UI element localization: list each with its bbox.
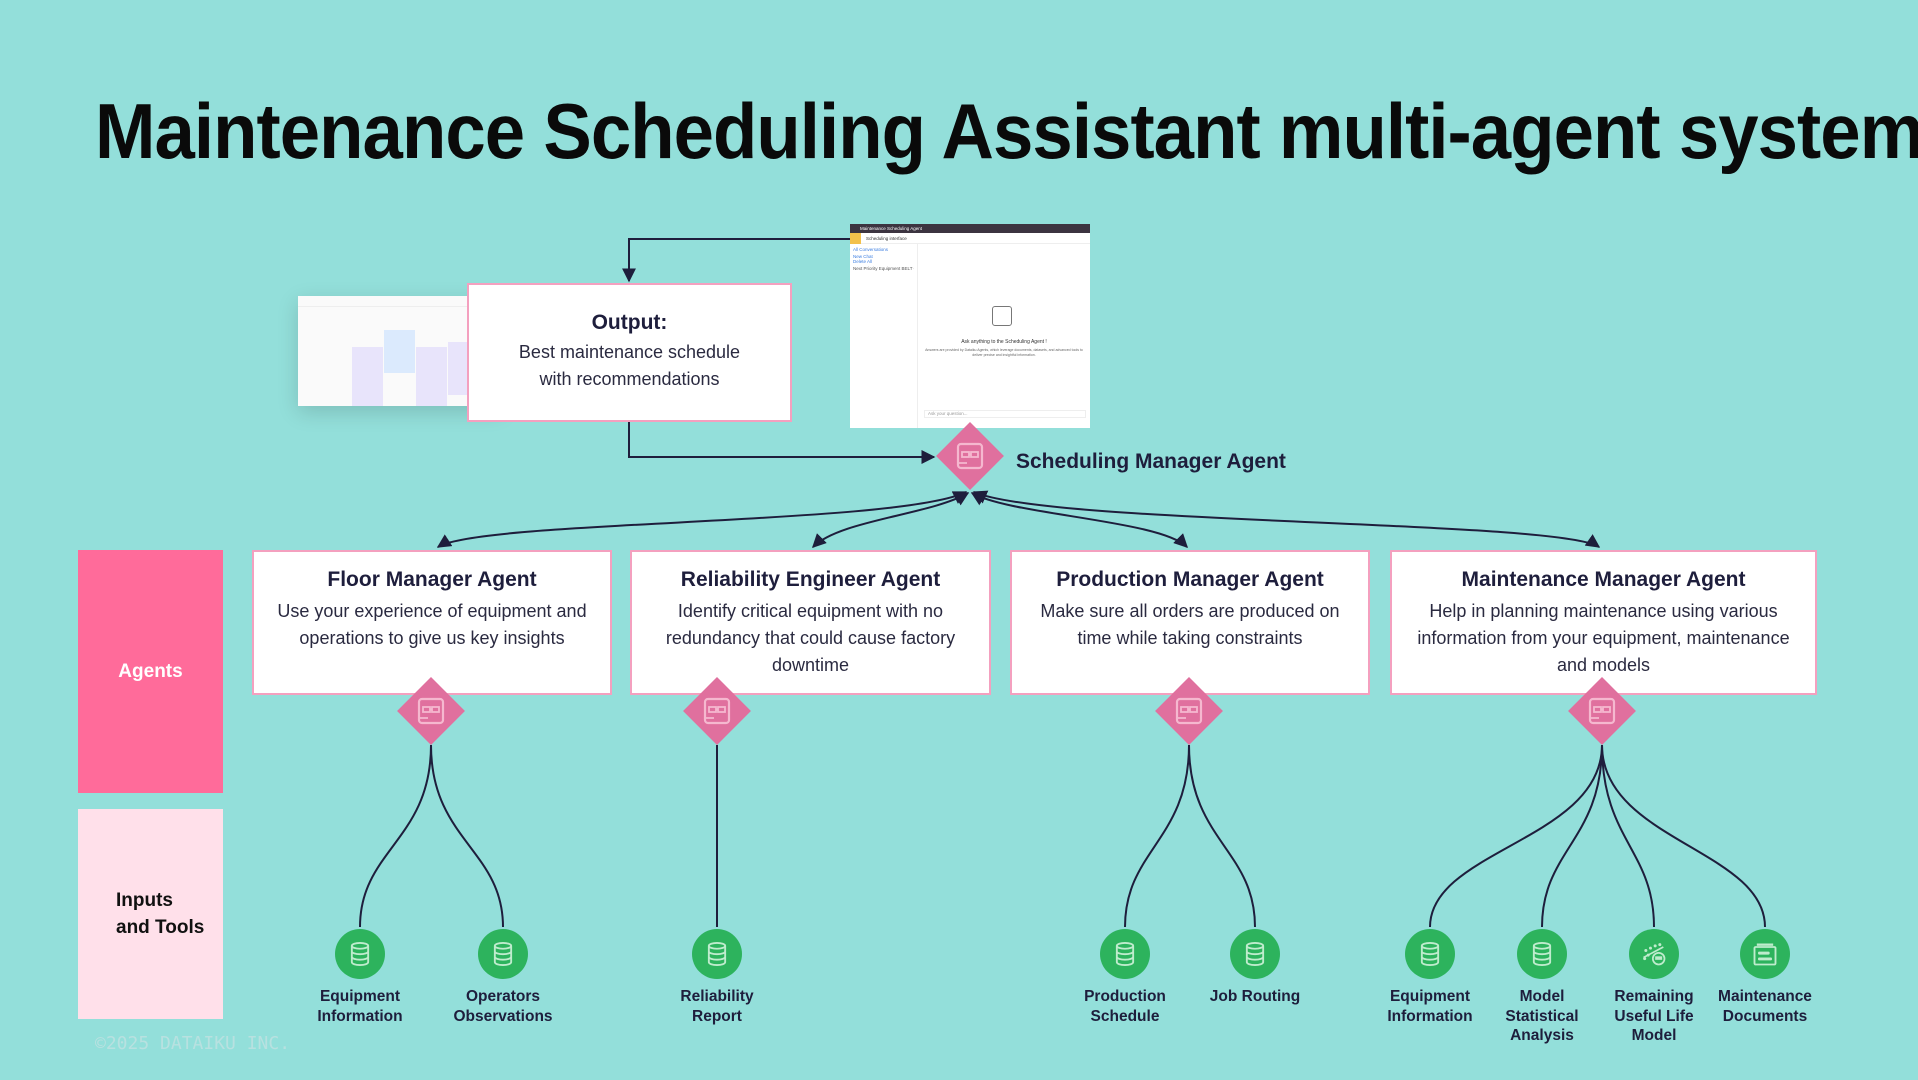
agent-title: Floor Manager Agent	[327, 568, 537, 591]
tool-node[interactable]	[1405, 929, 1455, 979]
tool-node[interactable]	[335, 929, 385, 979]
assistant-illustration-icon	[992, 306, 1012, 326]
chat-conversation-item[interactable]: Next Priority Equipment BELT CR...	[853, 266, 914, 271]
agent-tool-link	[1541, 744, 1603, 928]
agent-tool-link	[1601, 744, 1655, 928]
tool-node[interactable]	[1629, 929, 1679, 979]
chat-delete-all[interactable]: Delete All	[853, 259, 873, 264]
database-icon	[1528, 940, 1556, 968]
agent-tool-link	[359, 744, 432, 928]
manager-agent-link	[970, 492, 1188, 548]
agent-tool-link	[430, 744, 504, 928]
output-to-manager-arrow	[628, 422, 936, 464]
chat-to-output-arrow	[622, 238, 850, 283]
agent-tool-link	[1188, 744, 1256, 928]
copyright: ©2025 DATAIKU INC.	[95, 1033, 291, 1054]
database-icon	[1416, 940, 1444, 968]
tool-label: Operators Observations	[453, 988, 553, 1025]
agent-glasses-icon	[1172, 694, 1206, 728]
database-icon	[1111, 940, 1139, 968]
tool-label: Reliability Report	[680, 988, 754, 1025]
agents-band-label: Agents	[118, 660, 183, 682]
tool-node[interactable]	[1100, 929, 1150, 979]
inputs-band: Inputs and Tools	[78, 809, 223, 1019]
agent-tool-link	[1124, 744, 1190, 928]
tool-label: Equipment Information	[317, 988, 403, 1025]
agent-title: Reliability Engineer Agent	[680, 568, 941, 591]
agent-description: Identify critical equipment with no redu…	[665, 601, 956, 675]
agent-description: Make sure all orders are produced on tim…	[1040, 601, 1340, 648]
page-title: Maintenance Scheduling Assistant multi-a…	[95, 87, 1918, 175]
agents-band: Agents	[78, 550, 223, 793]
agent-description: Help in planning maintenance using vario…	[1417, 601, 1790, 675]
agent-title: Maintenance Manager Agent	[1461, 568, 1746, 591]
tool-label: Production Schedule	[1084, 988, 1166, 1025]
documents-icon	[1751, 940, 1779, 968]
database-icon	[1241, 940, 1269, 968]
manager-label: Scheduling Manager Agent	[1016, 450, 1286, 473]
output-description: Best maintenance schedule with recommend…	[518, 342, 741, 389]
chat-interface-screenshot: Maintenance Scheduling Agent Scheduling …	[850, 224, 1090, 428]
tool-label: Job Routing	[1209, 988, 1301, 1005]
agent-tool-link	[1601, 744, 1766, 928]
agent-description: Use your experience of equipment and ope…	[277, 601, 587, 648]
chat-app-title: Maintenance Scheduling Agent	[850, 224, 1090, 233]
inputs-band-label: Inputs and Tools	[116, 890, 205, 938]
tool-node[interactable]	[1740, 929, 1790, 979]
tool-label: Remaining Useful Life Model	[1614, 988, 1694, 1044]
database-icon	[489, 940, 517, 968]
manager-agent-link	[972, 490, 1601, 548]
chat-input[interactable]: Ask your question...	[924, 410, 1086, 418]
chat-headline: Ask anything to the Scheduling Agent !	[961, 339, 1047, 345]
agent-glasses-icon	[700, 694, 734, 728]
manager-agent-link	[436, 491, 968, 548]
chat-interface-name: Scheduling interface	[866, 235, 907, 241]
tool-node[interactable]	[692, 929, 742, 979]
agent-title: Production Manager Agent	[1056, 568, 1324, 591]
agent-glasses-icon	[953, 439, 987, 473]
tool-label: Maintenance Documents	[1718, 988, 1812, 1025]
agent-glasses-icon	[1585, 694, 1619, 728]
agent-tool-link	[1429, 744, 1603, 928]
chat-new-chat[interactable]: New Chat	[853, 254, 873, 259]
manager-agent-link	[812, 492, 970, 548]
database-icon	[346, 940, 374, 968]
tool-label: Model Statistical Analysis	[1505, 988, 1579, 1044]
chat-subtext: Answers are provided by Dataiku Agents, …	[925, 348, 1083, 357]
tool-label: Equipment Information	[1387, 988, 1473, 1025]
tool-node[interactable]	[1517, 929, 1567, 979]
output-card: Output: Best maintenance schedule with r…	[467, 283, 792, 422]
agent-glasses-icon	[414, 694, 448, 728]
chat-conversations: All Conversations	[853, 247, 889, 252]
output-title: Output:	[591, 311, 668, 334]
tool-node[interactable]	[1230, 929, 1280, 979]
model-icon	[1640, 940, 1668, 968]
tool-node[interactable]	[478, 929, 528, 979]
database-icon	[703, 940, 731, 968]
